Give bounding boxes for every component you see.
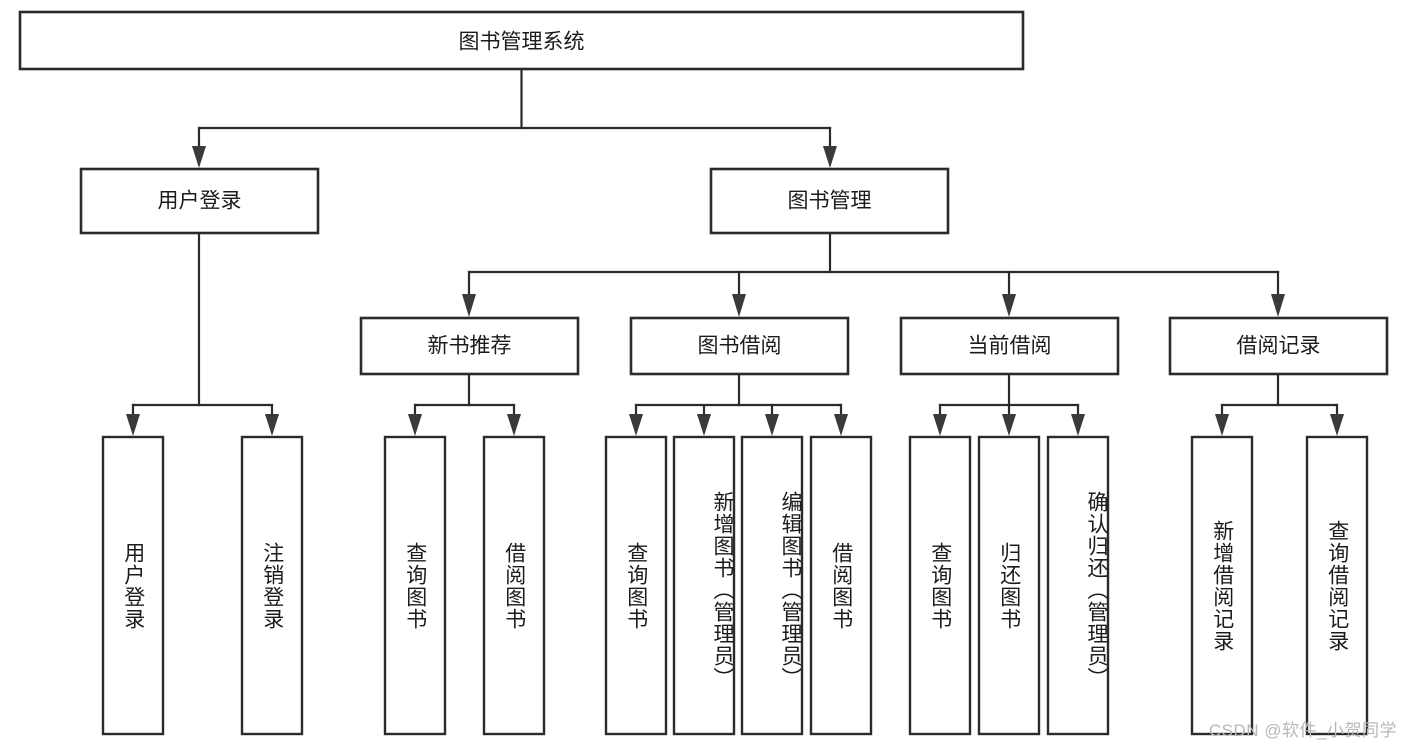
node-book-management-label: 图书管理	[788, 190, 872, 213]
leaf-borrowrecord-add[interactable]	[1190, 435, 1254, 736]
node-user-login[interactable]: 用户登录	[79, 167, 320, 235]
connector-borrowrecord-to-leaves	[1215, 372, 1344, 436]
node-user-login-label: 用户登录	[158, 190, 242, 213]
node-borrow-record[interactable]: 借阅记录	[1168, 316, 1389, 376]
node-current-borrow-label: 当前借阅	[968, 335, 1052, 358]
leaf-bookborrow-edit[interactable]	[740, 435, 804, 736]
node-book-management[interactable]: 图书管理	[709, 167, 950, 235]
connector-bookborrow-to-leaves	[629, 372, 848, 436]
node-root-system-label: 图书管理系统	[459, 31, 585, 54]
node-new-book-recommend-label: 新书推荐	[428, 335, 512, 358]
node-book-borrow[interactable]: 图书借阅	[629, 316, 850, 376]
connector-root-to-level1	[192, 67, 837, 168]
connector-userlogin-to-leaves	[126, 231, 279, 436]
connector-currentborrow-to-leaves	[933, 372, 1085, 436]
leaf-user-login-logout[interactable]	[240, 435, 304, 736]
leaf-bookborrow-borrow[interactable]	[809, 435, 873, 736]
leaf-currentborrow-return[interactable]	[977, 435, 1041, 736]
leaf-newbook-query[interactable]	[383, 435, 447, 736]
connector-newbook-to-leaves	[408, 372, 521, 436]
leaf-borrowrecord-query[interactable]	[1305, 435, 1369, 736]
node-root-system[interactable]: 图书管理系统	[18, 10, 1025, 71]
node-book-borrow-label: 图书借阅	[698, 335, 782, 358]
leaf-currentborrow-query[interactable]	[908, 435, 972, 736]
node-current-borrow[interactable]: 当前借阅	[899, 316, 1120, 376]
leaf-newbook-borrow[interactable]	[482, 435, 546, 736]
leaf-currentborrow-confirm[interactable]	[1046, 435, 1110, 736]
connector-bookmgmt-to-level2	[462, 231, 1285, 317]
node-borrow-record-label: 借阅记录	[1237, 335, 1321, 358]
leaf-bookborrow-query[interactable]	[604, 435, 668, 736]
node-new-book-recommend[interactable]: 新书推荐	[359, 316, 580, 376]
watermark-text: CSDN @软件_小贺同学	[1208, 721, 1397, 740]
leaf-bookborrow-add[interactable]	[672, 435, 736, 736]
leaf-user-login-login[interactable]	[101, 435, 165, 736]
